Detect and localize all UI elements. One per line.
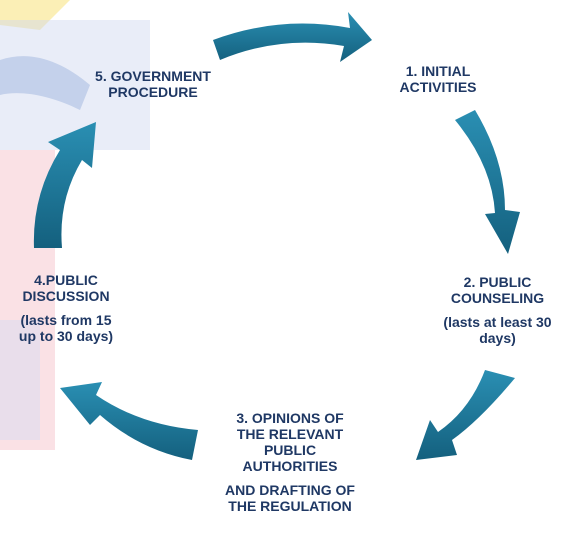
- emblem-shape: [0, 56, 90, 110]
- step-5-title: 5. GOVERNMENT PROCEDURE: [95, 68, 211, 100]
- step-3-opinions-and-drafting: 3. OPINIONS OF THE RELEVANT PUBLIC AUTHO…: [190, 410, 390, 514]
- step-4-title: 4.PUBLIC DISCUSSION: [22, 272, 110, 304]
- step-2-note: (lasts at least 30 days): [443, 314, 552, 346]
- arrow-top: [213, 12, 372, 62]
- star-shape: [0, 0, 70, 30]
- step-2-title: 2. PUBLIC COUNSELING: [450, 274, 545, 306]
- step-1-initial-activities: 1. INITIAL ACTIVITIES: [368, 63, 508, 95]
- step-1-title: 1. INITIAL ACTIVITIES: [399, 63, 477, 95]
- step-5-government-procedure: 5. GOVERNMENT PROCEDURE: [58, 68, 248, 100]
- arrow-right: [455, 110, 520, 254]
- step-2-public-counseling: 2. PUBLIC COUNSELING (lasts at least 30 …: [418, 274, 577, 346]
- arrow-left: [33, 122, 96, 248]
- step-4-public-discussion: 4.PUBLIC DISCUSSION (lasts from 15 up to…: [0, 272, 132, 344]
- step-4-note: (lasts from 15 up to 30 days): [18, 312, 114, 344]
- step-3-note: AND DRAFTING OF THE REGULATION: [225, 482, 355, 514]
- step-3-title: 3. OPINIONS OF THE RELEVANT PUBLIC AUTHO…: [236, 410, 344, 474]
- blue-band-lower: [0, 320, 40, 440]
- arrow-lower-right: [416, 370, 515, 460]
- arrow-lower-left: [60, 382, 198, 460]
